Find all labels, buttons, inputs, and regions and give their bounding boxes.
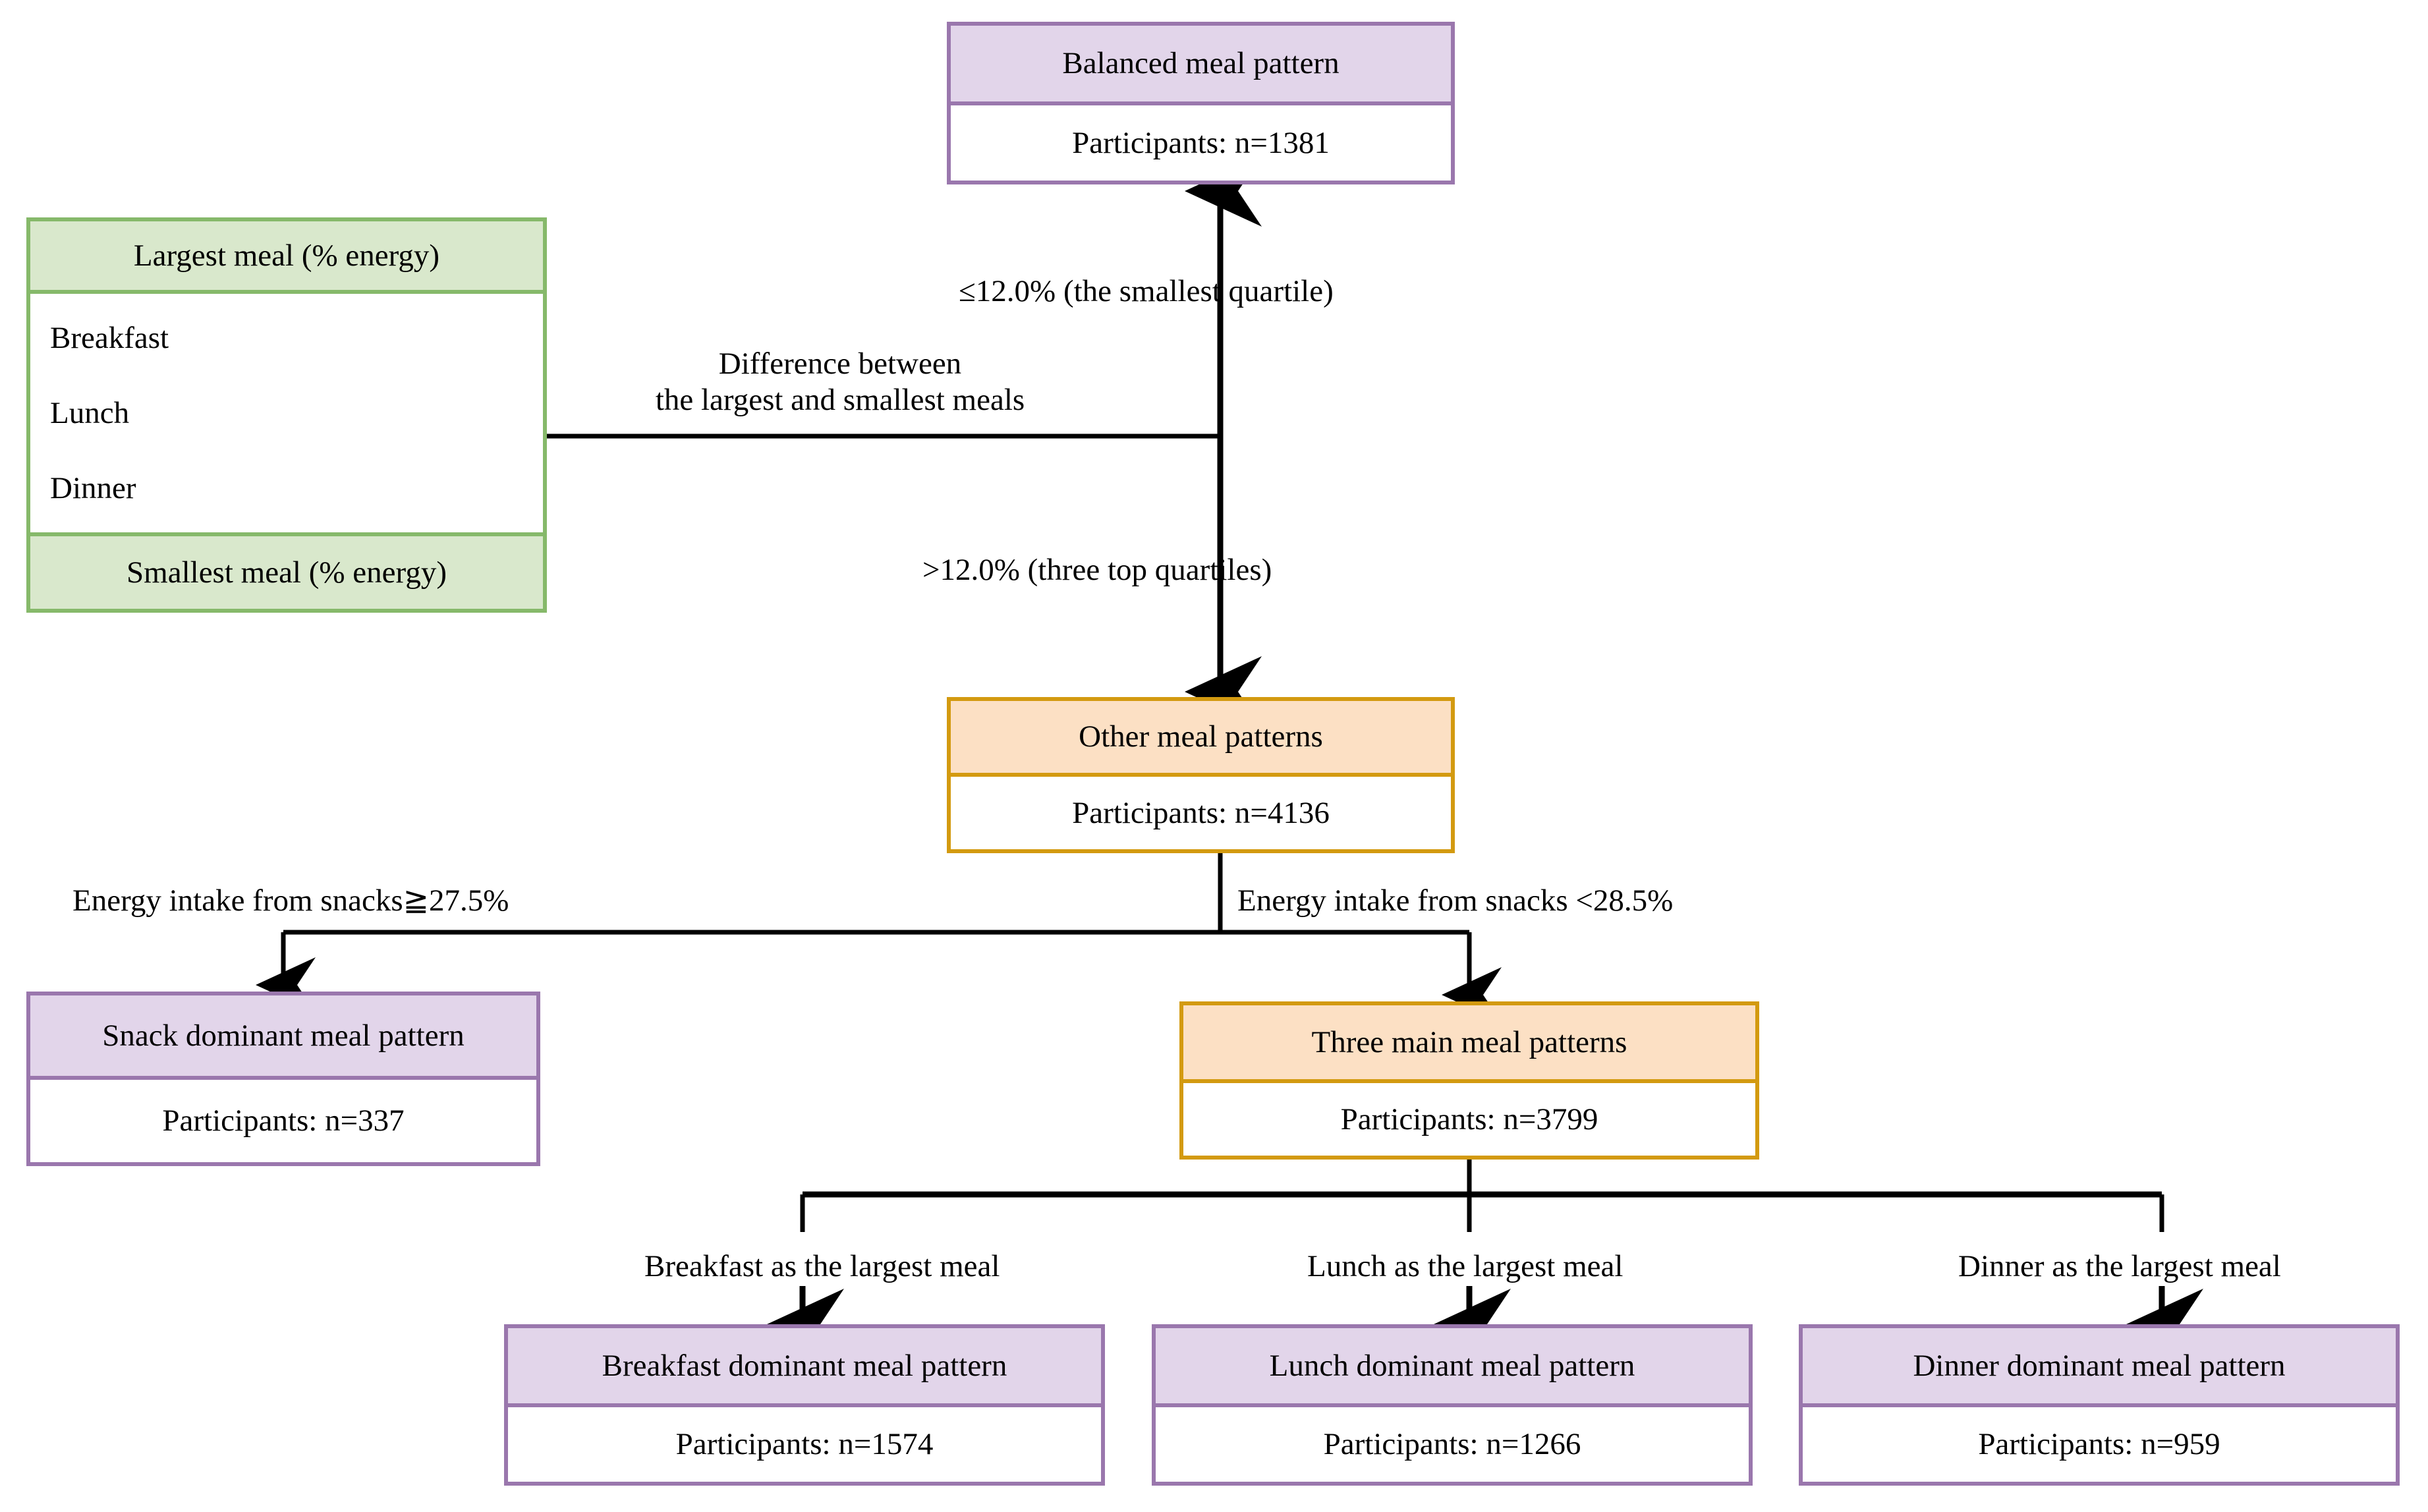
edge-label-top-quartiles: >12.0% (three top quartiles) — [922, 553, 1272, 587]
node-three-main-title: Three main meal patterns — [1183, 1005, 1755, 1083]
edge-label-difference-line1: Difference between — [718, 347, 962, 381]
node-balanced-meal-pattern[interactable]: Balanced meal pattern Participants: n=13… — [947, 22, 1455, 184]
node-breakfast-participants: Participants: n=1574 — [508, 1407, 1101, 1482]
source-meal-item-dinner: Dinner — [50, 471, 136, 505]
edge-label-smallest-quartile: ≤12.0% (the smallest quartile) — [959, 274, 1334, 308]
edge-label-snacks-high: Energy intake from snacks≧27.5% — [72, 883, 509, 918]
node-breakfast-title: Breakfast dominant meal pattern — [508, 1328, 1101, 1407]
node-snack-title: Snack dominant meal pattern — [30, 995, 536, 1080]
node-lunch-participants: Participants: n=1266 — [1156, 1407, 1749, 1482]
node-three-main-meal-patterns[interactable]: Three main meal patterns Participants: n… — [1179, 1001, 1759, 1160]
node-other-meal-patterns[interactable]: Other meal patterns Participants: n=4136 — [947, 697, 1455, 853]
node-meal-energy-source[interactable]: Largest meal (% energy) Breakfast Lunch … — [26, 217, 547, 613]
node-three-main-participants: Participants: n=3799 — [1183, 1083, 1755, 1156]
node-lunch-dominant-meal-pattern[interactable]: Lunch dominant meal pattern Participants… — [1152, 1324, 1753, 1486]
node-snack-dominant-meal-pattern[interactable]: Snack dominant meal pattern Participants… — [26, 992, 540, 1166]
node-breakfast-dominant-meal-pattern[interactable]: Breakfast dominant meal pattern Particip… — [504, 1324, 1105, 1486]
node-other-participants: Participants: n=4136 — [951, 777, 1451, 849]
edge-label-lunch-largest: Lunch as the largest meal — [1307, 1249, 1623, 1283]
source-header-largest-meal: Largest meal (% energy) — [30, 221, 543, 294]
source-meal-list: Breakfast Lunch Dinner — [30, 294, 543, 532]
edge-label-difference: Difference between the largest and small… — [629, 346, 1051, 419]
node-dinner-title: Dinner dominant meal pattern — [1803, 1328, 2396, 1407]
node-balanced-participants: Participants: n=1381 — [951, 105, 1451, 181]
source-meal-item-breakfast: Breakfast — [50, 321, 169, 355]
edge-label-difference-line2: the largest and smallest meals — [655, 383, 1025, 418]
node-other-title: Other meal patterns — [951, 701, 1451, 777]
source-footer-smallest-meal: Smallest meal (% energy) — [30, 532, 543, 609]
node-dinner-dominant-meal-pattern[interactable]: Dinner dominant meal pattern Participant… — [1799, 1324, 2400, 1486]
node-dinner-participants: Participants: n=959 — [1803, 1407, 2396, 1482]
source-meal-item-lunch: Lunch — [50, 396, 130, 430]
node-balanced-title: Balanced meal pattern — [951, 26, 1451, 105]
edge-label-dinner-largest: Dinner as the largest meal — [1958, 1249, 2281, 1283]
edge-label-snacks-low: Energy intake from snacks <28.5% — [1237, 883, 1674, 918]
node-snack-participants: Participants: n=337 — [30, 1080, 536, 1162]
edge-label-breakfast-largest: Breakfast as the largest meal — [644, 1249, 1000, 1283]
node-lunch-title: Lunch dominant meal pattern — [1156, 1328, 1749, 1407]
